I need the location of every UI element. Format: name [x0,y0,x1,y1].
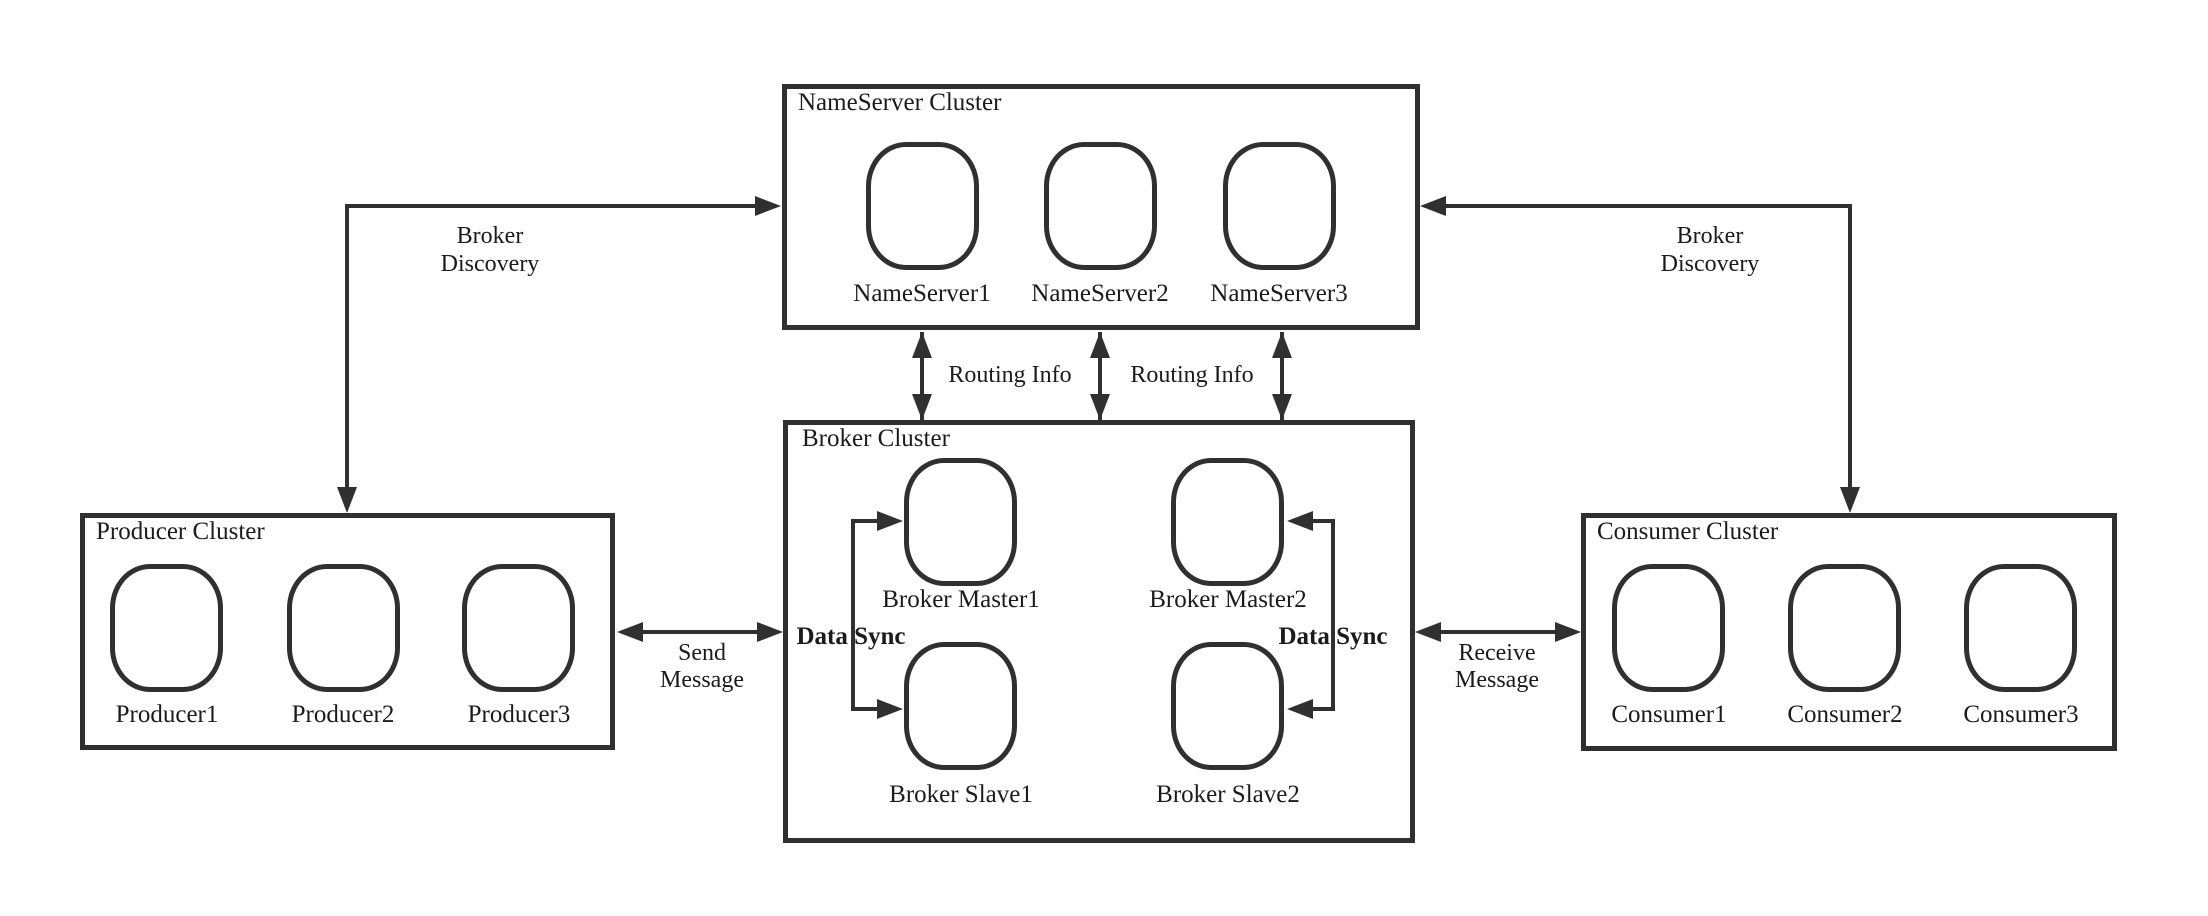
nameserver3-shape [1223,142,1336,270]
discovery-left-horizontal-line [345,204,757,208]
broker-master2-shape [1171,458,1284,586]
discovery-left-arrowhead-into-nameserver-icon [755,196,781,216]
broker-slave1-shape [904,642,1017,770]
routing-arrow3-head-down-icon [1272,394,1292,420]
datasync-left-top-line [851,519,881,523]
nameserver2-shape [1044,142,1157,270]
nameserver3-label: NameServer3 [1210,280,1348,307]
routing-arrow3-head-up-icon [1272,332,1292,358]
routing-info-right-label: Routing Info [1130,362,1254,388]
routing-arrow2-head-down-icon [1090,394,1110,420]
broker-slave2-label: Broker Slave2 [1156,781,1300,808]
nameserver1-shape [866,142,979,270]
discovery-left-label-line1: Broker [456,223,524,249]
producer1-label: Producer1 [115,701,219,728]
datasync-left-bottom-line [851,707,881,711]
receive-arrowhead-into-consumer-icon [1555,622,1581,642]
datasync-left-arrowhead-into-slave1-icon [877,699,903,719]
send-message-line [640,630,758,634]
discovery-left-vertical-line [345,204,349,490]
send-message-label-line1: Send [678,640,726,666]
receive-message-label: Receive Message [1417,640,1577,694]
producer1-shape [110,564,223,692]
receive-message-line [1439,630,1557,634]
consumer1-label: Consumer1 [1611,701,1727,728]
send-arrowhead-into-producer-icon [617,622,643,642]
producer3-label: Producer3 [467,701,571,728]
consumer2-shape [1788,564,1901,692]
consumer3-label: Consumer3 [1963,701,2079,728]
broker-master1-shape [904,458,1017,586]
routing-arrow2-line [1098,332,1102,420]
producer3-shape [462,564,575,692]
discovery-left-arrowhead-into-producer-icon [337,487,357,513]
routing-arrow1-head-up-icon [912,332,932,358]
nameserver1-label: NameServer1 [853,280,991,307]
send-message-label-line2: Message [660,667,744,693]
receive-arrowhead-into-broker-icon [1415,622,1441,642]
discovery-left-label-line2: Discovery [440,251,540,277]
discovery-right-arrowhead-into-consumer-icon [1840,487,1860,513]
consumer3-shape [1964,564,2077,692]
broker-master1-label: Broker Master1 [882,586,1040,613]
datasync-right-arrowhead-into-master2-icon [1287,511,1313,531]
datasync-right-arrowhead-into-slave2-icon [1287,699,1313,719]
consumer1-shape [1612,564,1725,692]
consumer2-label: Consumer2 [1787,701,1903,728]
producer-cluster-title: Producer Cluster [96,518,265,545]
receive-message-label-line2: Message [1455,667,1539,693]
datasync-right-top-line [1309,519,1335,523]
send-message-label: Send Message [622,640,782,694]
datasync-right-vertical-line [1331,519,1335,711]
datasync-left-label: Data Sync [796,623,906,650]
send-arrowhead-into-broker-icon [757,622,783,642]
producer2-shape [287,564,400,692]
routing-arrow1-line [920,332,924,420]
datasync-left-arrowhead-into-master1-icon [877,511,903,531]
discovery-right-label-line1: Broker [1676,223,1744,249]
routing-arrow2-head-up-icon [1090,332,1110,358]
nameserver-cluster-title: NameServer Cluster [798,89,1002,116]
routing-info-left-label: Routing Info [948,362,1072,388]
receive-message-label-line1: Receive [1458,640,1536,666]
producer2-label: Producer2 [291,701,395,728]
routing-arrow3-line [1280,332,1284,420]
routing-arrow1-head-down-icon [912,394,932,420]
discovery-right-arrowhead-into-nameserver-icon [1420,196,1446,216]
broker-cluster-title: Broker Cluster [802,425,950,452]
discovery-right-label: Broker Discovery [1610,222,1810,278]
discovery-right-horizontal-line [1444,204,1852,208]
broker-slave2-shape [1171,642,1284,770]
consumer-cluster-title: Consumer Cluster [1597,518,1779,545]
broker-master2-label: Broker Master2 [1149,586,1307,613]
datasync-right-bottom-line [1309,707,1335,711]
broker-slave1-label: Broker Slave1 [889,781,1033,808]
nameserver2-label: NameServer2 [1031,280,1169,307]
broker-cluster-box [783,420,1415,843]
datasync-left-vertical-line [851,519,855,711]
datasync-right-label: Data Sync [1278,623,1388,650]
discovery-right-label-line2: Discovery [1660,251,1760,277]
discovery-left-label: Broker Discovery [390,222,590,278]
discovery-right-vertical-line [1848,204,1852,490]
